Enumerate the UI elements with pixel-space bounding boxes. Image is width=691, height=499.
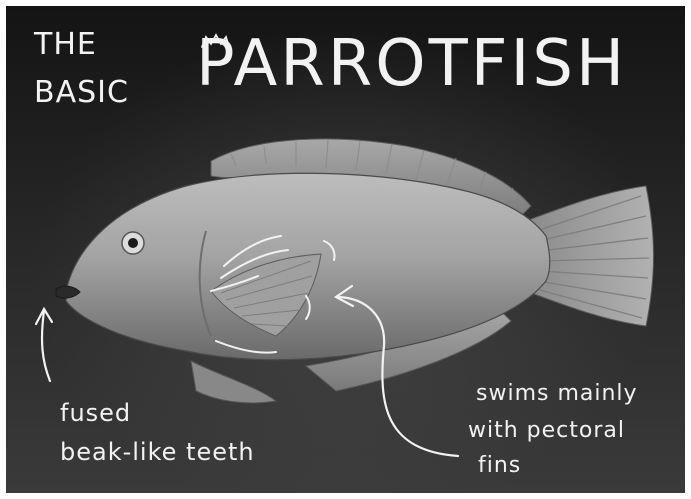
teeth-annotation-line-2: beak-like teeth <box>60 438 255 466</box>
fins-annotation-line-1: swims mainly <box>476 381 638 406</box>
teeth-annotation-line-1: fused <box>60 399 131 427</box>
pelvic-fin <box>191 361 276 403</box>
arrow-up-icon <box>36 309 52 381</box>
fins-annotation-line-2: with pectoral <box>468 418 625 443</box>
title-line-2: BASIC <box>34 78 129 108</box>
fins-annotation-line-3: fins <box>478 453 521 478</box>
page-title: PARROTFISH <box>196 32 627 96</box>
title-line-1: THE <box>34 30 97 60</box>
pupil <box>128 238 138 248</box>
